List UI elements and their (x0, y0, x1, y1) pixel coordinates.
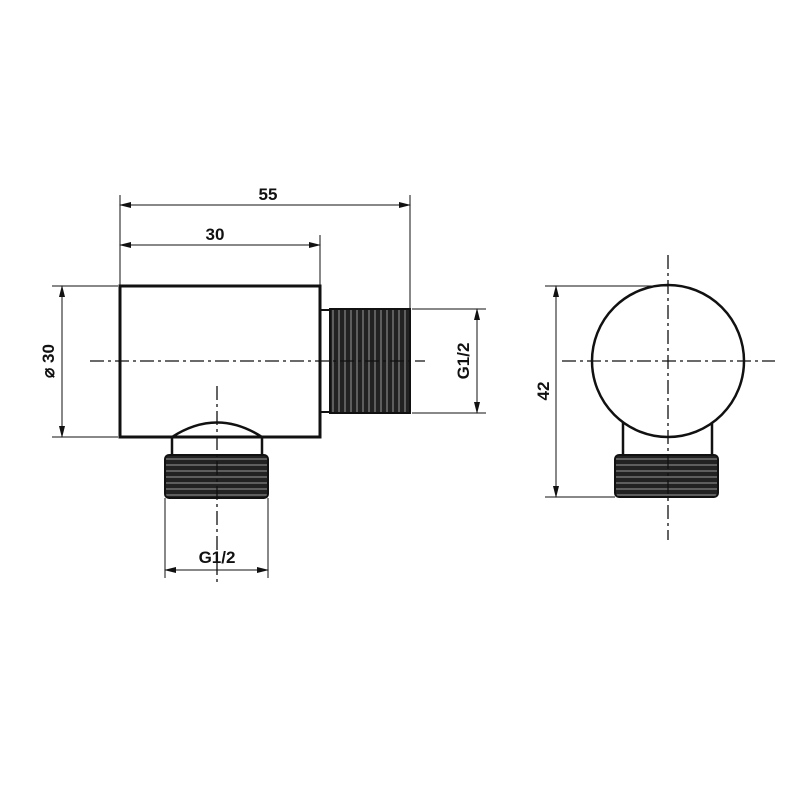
outlet-dome (170, 421, 264, 455)
side-view (90, 284, 425, 582)
dimension-label: 55 (259, 185, 278, 204)
front-thread (614, 454, 719, 498)
neck (621, 420, 714, 455)
dimension-overall-length: 55 (119, 185, 411, 309)
front-view (562, 255, 775, 540)
dimension-side-thread: G1/2 (412, 308, 486, 414)
dimension-body-diameter: ⌀ 30 (39, 285, 118, 438)
dimension-label: 42 (534, 382, 553, 401)
dimension-label: G1/2 (454, 343, 473, 380)
dimension-label: G1/2 (199, 548, 236, 567)
dimension-body-length: 30 (119, 225, 321, 300)
dimension-label: 30 (206, 225, 225, 244)
dimension-total-height: 42 (534, 285, 668, 498)
dimension-label: ⌀ 30 (39, 344, 58, 378)
dimension-bottom-thread: G1/2 (164, 498, 269, 578)
